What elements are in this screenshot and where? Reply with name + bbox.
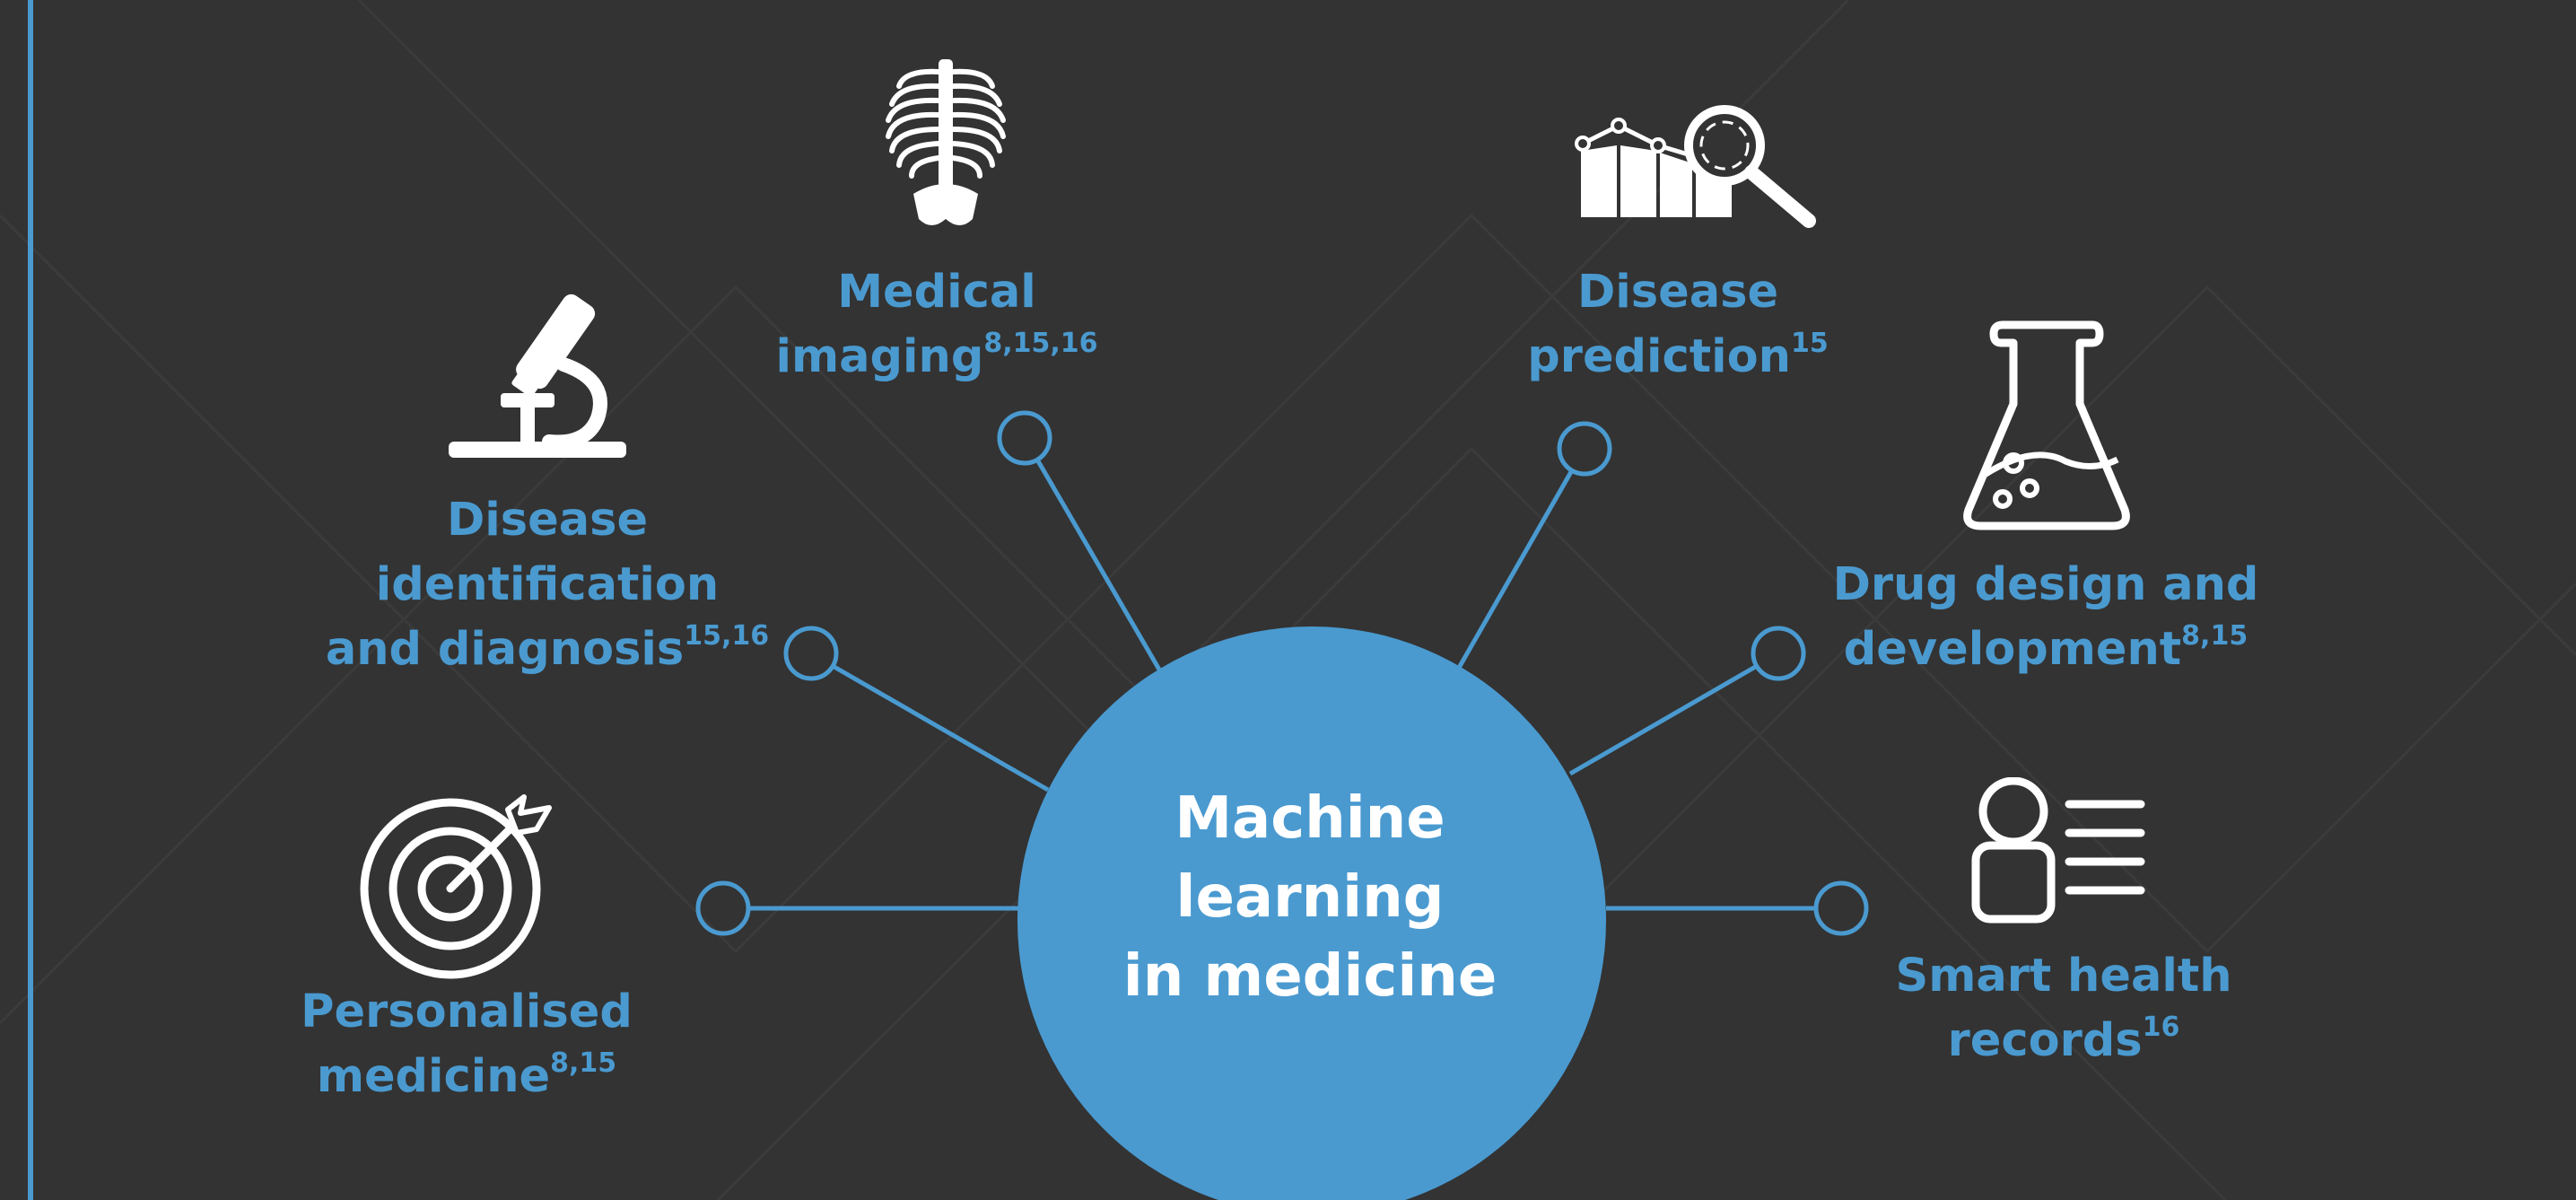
node-label-disease-identification: Disease identification and diagnosis15,1… [314,488,781,682]
label-line: Disease [1576,266,1779,319]
connector-disease-prediction [1456,469,1575,670]
connector-node-disease-prediction [1557,421,1612,477]
label-line: identification [375,558,720,611]
reference-superscript: 8,15 [550,1047,617,1079]
connector-disease-identification [831,663,1050,793]
node-label-drug-design: Drug design and development8,15 [1812,553,2279,682]
center-label-line: Machine [1174,785,1445,852]
microscope-icon [449,293,626,458]
reference-superscript: 16 [2142,1012,2180,1043]
label-line: prediction [1527,330,1791,383]
reference-superscript: 15,16 [684,620,770,652]
center-hub-label: Machine learning in medicine [1014,779,1606,1016]
node-label-personalised-medicine: Personalised medicine8,15 [260,980,673,1109]
chart-magnifier-icon [1575,105,1816,228]
label-line: and diagnosis [325,623,685,676]
connector-node-drug-design [1751,626,1806,681]
node-label-smart-health-records: Smart health records16 [1848,944,2279,1073]
flask-icon [1963,320,2130,530]
center-label-line: in medicine [1122,943,1498,1010]
label-line: Smart health [1895,950,2232,1003]
connector-node-medical-imaging [997,410,1052,466]
reference-superscript: 8,15,16 [983,328,1098,359]
label-line: Disease [446,494,649,547]
center-label-line: learning [1175,864,1445,931]
label-line: Drug design and [1832,558,2259,611]
reference-superscript: 8,15 [2181,620,2249,652]
connector-node-smart-health-records [1813,880,1869,936]
label-line: records [1947,1014,2143,1067]
left-accent-rule [28,0,33,1200]
connector-node-disease-identification [783,626,839,681]
reference-superscript: 15 [1790,328,1829,359]
label-line: development [1843,623,2182,676]
label-line: Medical [837,266,1036,319]
skeleton-icon [886,59,1006,225]
connector-drug-design [1568,663,1759,776]
label-line: imaging [775,330,984,383]
label-line: Personalised [301,985,633,1038]
connector-medical-imaging [1035,458,1162,671]
label-line: medicine [316,1050,551,1103]
node-label-medical-imaging: Medical imaging8,15,16 [757,260,1116,390]
center-hub-circle [1017,626,1606,1200]
connector-node-personalised-medicine [695,880,751,936]
health-record-icon [1971,777,2145,924]
target-icon [360,794,552,979]
node-label-disease-prediction: Disease prediction15 [1471,260,1884,390]
